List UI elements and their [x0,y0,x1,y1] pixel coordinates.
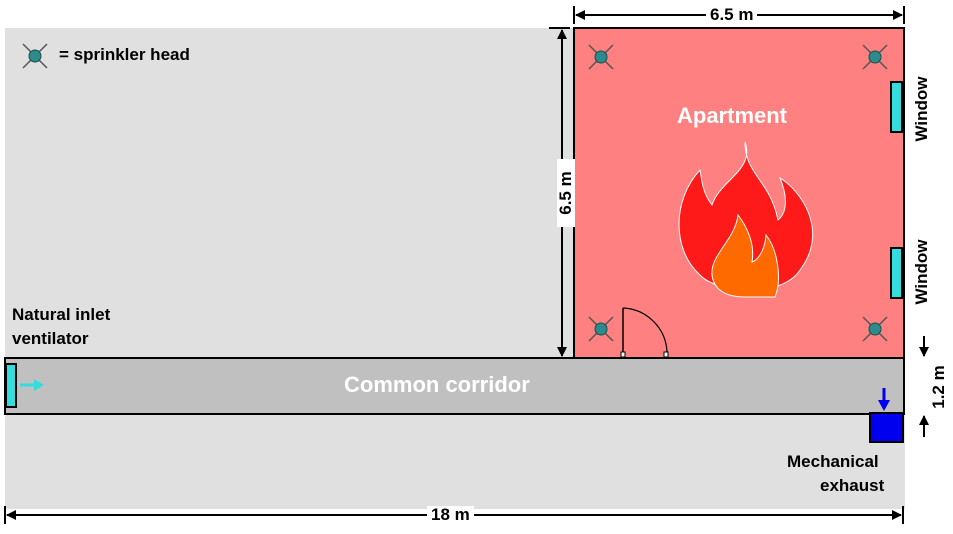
fire-icon [678,141,814,298]
window-label-bottom: Window [912,239,931,305]
inlet-label-line1: Natural inlet [12,305,111,324]
corridor-title: Common corridor [344,372,530,397]
window-label-top: Window [912,76,931,142]
dimension-label-total-length: 18 m [427,506,474,524]
exhaust-arrow-icon [878,388,890,411]
dimension-label-apartment-depth: 6.5 m [556,159,575,227]
apartment-title: Apartment [677,103,788,128]
inlet-arrow-icon [20,379,44,391]
mechanical-exhaust-box [869,412,904,443]
window-bottom [890,247,903,299]
inlet-ventilator [5,363,17,408]
common-corridor [4,357,905,415]
exhaust-label-line2: exhaust [820,476,885,495]
legend-label: = sprinkler head [59,45,190,64]
apartment-door [620,307,669,358]
exhaust-label-line1: Mechanical [787,452,879,471]
dimension-label-apartment-width: 6.5 m [706,6,758,24]
inlet-label-line2: ventilator [12,329,89,348]
dimension-label-corridor-width: 1.2 m [929,365,948,409]
window-top [890,81,903,133]
